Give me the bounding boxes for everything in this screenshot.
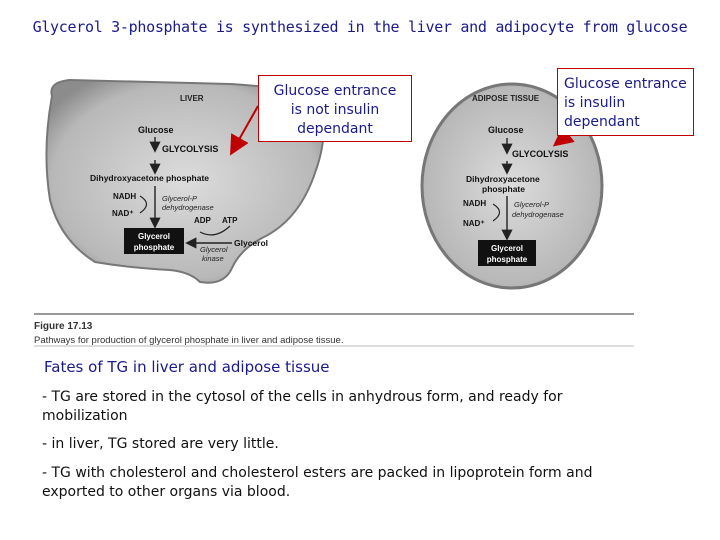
liver-product-box	[124, 228, 184, 254]
liver-product-line2: phosphate	[134, 243, 175, 252]
point-export: - TG with cholesterol and cholesterol es…	[42, 464, 682, 502]
figure-caption-label: Figure 17.13	[34, 321, 93, 332]
fates-heading: Fates of TG in liver and adipose tissue	[44, 358, 330, 376]
adipose-label: ADIPOSE TISSUE	[472, 94, 540, 103]
figure-caption: Pathways for production of glycerol phos…	[34, 335, 343, 346]
liver-kinase-line1: Glycerol	[200, 245, 228, 254]
liver-atp: ATP	[222, 216, 238, 225]
liver-callout: Glucose entrance is not insulin dependan…	[258, 75, 412, 142]
point-storage-line1: - TG are stored in the cytosol of the ce…	[42, 389, 563, 405]
liver-enzyme-line2: dehydrogenase	[162, 203, 214, 212]
liver-label: LIVER	[180, 94, 204, 103]
liver-product-line1: Glycerol	[138, 232, 170, 241]
liver-callout-line3: dependant	[297, 121, 373, 137]
adipose-product-line1: Glycerol	[491, 244, 523, 253]
liver-callout-line2: is not insulin	[290, 102, 380, 118]
adipose-callout-line3: dependant	[564, 114, 640, 130]
liver-glycerol: Glycerol	[234, 238, 268, 248]
point-storage: - TG are stored in the cytosol of the ce…	[42, 388, 682, 426]
adipose-callout: Glucose entrance is insulin dependant	[557, 68, 694, 136]
adipose-glycolysis: GLYCOLYSIS	[512, 149, 568, 159]
liver-enzyme-line1: Glycerol-P	[162, 194, 197, 203]
point-liver: - in liver, TG stored are very little.	[42, 435, 682, 454]
point-export-line2: exported to other organs via blood.	[42, 484, 291, 500]
adipose-enzyme-line1: Glycerol-P	[514, 200, 549, 209]
adipose-callout-line2: is insulin	[564, 95, 626, 111]
liver-glucose: Glucose	[138, 125, 174, 135]
liver-callout-arrow	[230, 105, 259, 156]
liver-callout-line1: Glucose entrance	[273, 83, 397, 99]
liver-nad: NAD⁺	[112, 209, 134, 218]
pathway-figure: LIVER Glucose GLYCOLYSIS Dihydroxyaceton…	[34, 78, 634, 347]
adipose-dhap-line1: Dihydroxyacetone	[466, 174, 540, 184]
adipose-callout-line1: Glucose entrance	[564, 76, 687, 92]
adipose-nad: NAD⁺	[463, 219, 485, 228]
liver-adp: ADP	[194, 216, 212, 225]
point-liver-line1: - in liver, TG stored are very little.	[42, 436, 279, 452]
adipose-glucose: Glucose	[488, 125, 524, 135]
adipose-enzyme-line2: dehydrogenase	[512, 210, 564, 219]
liver-dhap: Dihydroxyacetone phosphate	[90, 173, 209, 183]
adipose-dhap-line2: phosphate	[482, 184, 525, 194]
liver-glycolysis: GLYCOLYSIS	[162, 144, 218, 154]
liver-kinase-line2: kinase	[202, 254, 224, 263]
page-title: Glycerol 3-phosphate is synthesized in t…	[32, 18, 688, 36]
point-storage-line2: mobilization	[42, 408, 128, 424]
adipose-nadh: NADH	[463, 199, 486, 208]
adipose-product-box	[478, 240, 536, 266]
liver-nadh: NADH	[113, 192, 136, 201]
point-export-line1: - TG with cholesterol and cholesterol es…	[42, 465, 593, 481]
adipose-product-line2: phosphate	[487, 255, 528, 264]
